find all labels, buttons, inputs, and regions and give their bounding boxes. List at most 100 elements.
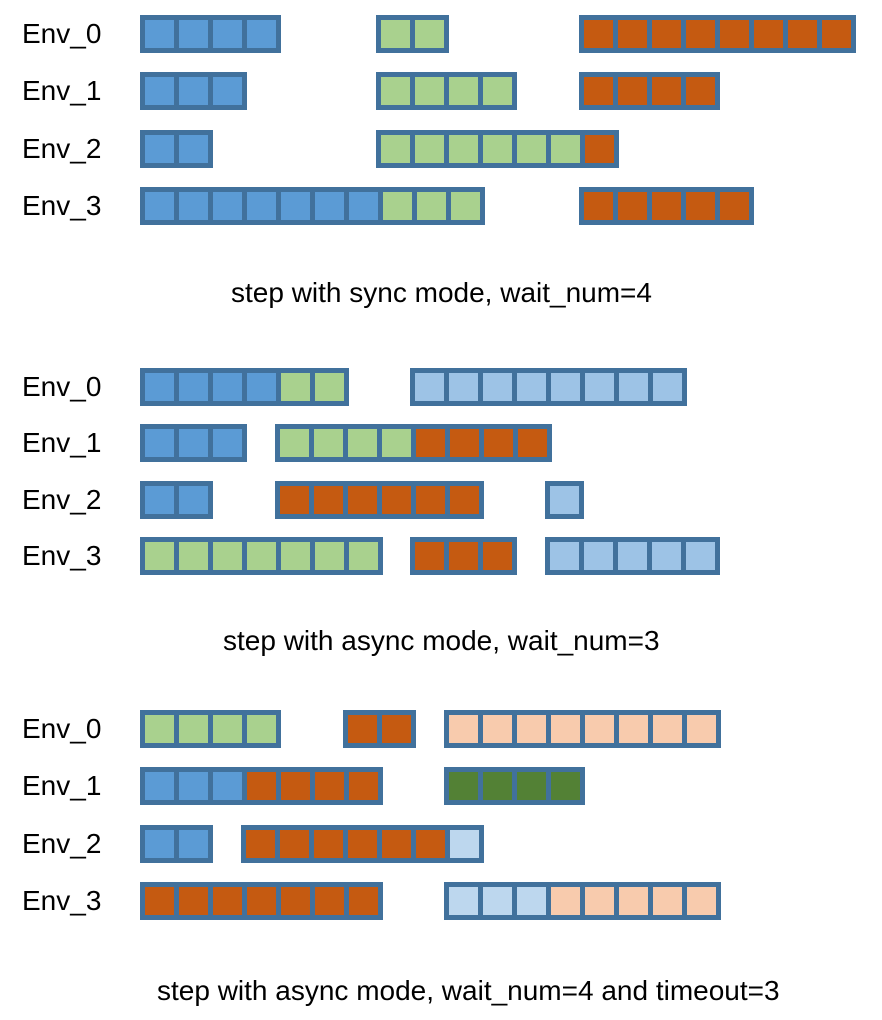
step-bar: [545, 481, 584, 519]
step-cell-pale-blue: [483, 887, 512, 915]
step-bar: [140, 130, 213, 168]
step-cell-light-blue: [584, 542, 613, 570]
env-label-env_3: Env_3: [22, 885, 102, 916]
step-cell-blue: [179, 429, 208, 457]
step-cell-orange: [314, 486, 343, 514]
step-cell-blue: [247, 20, 276, 48]
step-cell-green: [348, 429, 377, 457]
step-cell-peach: [653, 715, 682, 743]
step-cell-green: [517, 135, 546, 163]
step-cell-blue: [213, 772, 242, 800]
step-cell-orange: [754, 20, 783, 48]
step-cell-green: [382, 429, 411, 457]
step-bar: [410, 537, 517, 575]
step-cell-blue: [145, 373, 174, 401]
step-cell-green: [417, 192, 446, 220]
step-cell-green: [145, 715, 174, 743]
step-cell-light-blue: [618, 542, 647, 570]
step-cell-blue: [145, 830, 174, 858]
step-cell-peach: [585, 715, 614, 743]
step-cell-green: [315, 542, 344, 570]
step-bar: [376, 72, 517, 110]
step-bar: [140, 72, 247, 110]
step-cell-dark-green: [517, 772, 546, 800]
step-cell-orange: [449, 542, 478, 570]
step-cell-orange: [145, 887, 174, 915]
env-label-env_2: Env_2: [22, 133, 102, 164]
step-cell-orange: [518, 429, 547, 457]
step-cell-light-blue: [652, 542, 681, 570]
step-cell-orange: [349, 887, 378, 915]
step-cell-light-blue: [449, 373, 478, 401]
step-bar: [275, 481, 484, 519]
step-bar: [140, 424, 247, 462]
step-cell-orange: [484, 429, 513, 457]
step-cell-peach: [653, 887, 682, 915]
step-cell-orange: [280, 486, 309, 514]
step-bar: [140, 710, 281, 748]
step-cell-green: [281, 373, 310, 401]
step-cell-peach: [687, 715, 716, 743]
panel-caption: step with async mode, wait_num=3: [223, 625, 660, 656]
step-cell-orange: [584, 192, 613, 220]
step-bar: [140, 481, 213, 519]
step-cell-blue: [179, 830, 208, 858]
step-cell-blue: [213, 192, 242, 220]
env-label-env_2: Env_2: [22, 828, 102, 859]
step-cell-orange: [416, 486, 445, 514]
step-cell-blue: [145, 135, 174, 163]
step-cell-green: [415, 135, 444, 163]
step-cell-blue: [145, 77, 174, 105]
step-cell-light-blue: [619, 373, 648, 401]
step-cell-dark-green: [483, 772, 512, 800]
step-cell-orange: [720, 20, 749, 48]
step-cell-orange: [483, 542, 512, 570]
step-cell-orange: [213, 887, 242, 915]
step-cell-light-blue: [550, 542, 579, 570]
step-cell-peach: [687, 887, 716, 915]
step-cell-blue: [179, 77, 208, 105]
step-bar: [444, 710, 721, 748]
step-cell-orange: [348, 830, 377, 858]
env-label-env_1: Env_1: [22, 75, 102, 106]
step-cell-blue: [213, 373, 242, 401]
step-cell-blue: [247, 192, 276, 220]
step-cell-green: [449, 77, 478, 105]
step-cell-light-blue: [585, 373, 614, 401]
step-cell-orange: [179, 887, 208, 915]
step-cell-light-blue: [415, 373, 444, 401]
step-cell-orange: [281, 887, 310, 915]
step-cell-green: [247, 715, 276, 743]
step-cell-orange: [246, 830, 275, 858]
step-cell-orange: [416, 429, 445, 457]
step-cell-orange: [788, 20, 817, 48]
step-bar: [579, 15, 856, 53]
step-cell-green: [349, 542, 378, 570]
step-cell-orange: [584, 20, 613, 48]
step-cell-orange: [585, 135, 614, 163]
step-cell-blue: [213, 429, 242, 457]
step-cell-peach: [449, 715, 478, 743]
step-cell-green: [551, 135, 580, 163]
step-cell-green: [213, 542, 242, 570]
step-cell-light-blue: [653, 373, 682, 401]
step-cell-blue: [179, 20, 208, 48]
step-cell-blue: [179, 135, 208, 163]
step-cell-orange: [686, 192, 715, 220]
panel-caption: step with sync mode, wait_num=4: [231, 277, 652, 308]
env-label-env_0: Env_0: [22, 18, 102, 49]
step-cell-green: [381, 77, 410, 105]
step-cell-blue: [145, 192, 174, 220]
step-cell-orange: [618, 20, 647, 48]
step-cell-green: [381, 20, 410, 48]
step-cell-orange: [247, 772, 276, 800]
step-bar: [275, 424, 552, 462]
step-cell-orange: [652, 192, 681, 220]
step-cell-peach: [551, 715, 580, 743]
step-cell-orange: [618, 192, 647, 220]
step-cell-orange: [382, 486, 411, 514]
step-cell-peach: [483, 715, 512, 743]
step-bar: [444, 882, 721, 920]
